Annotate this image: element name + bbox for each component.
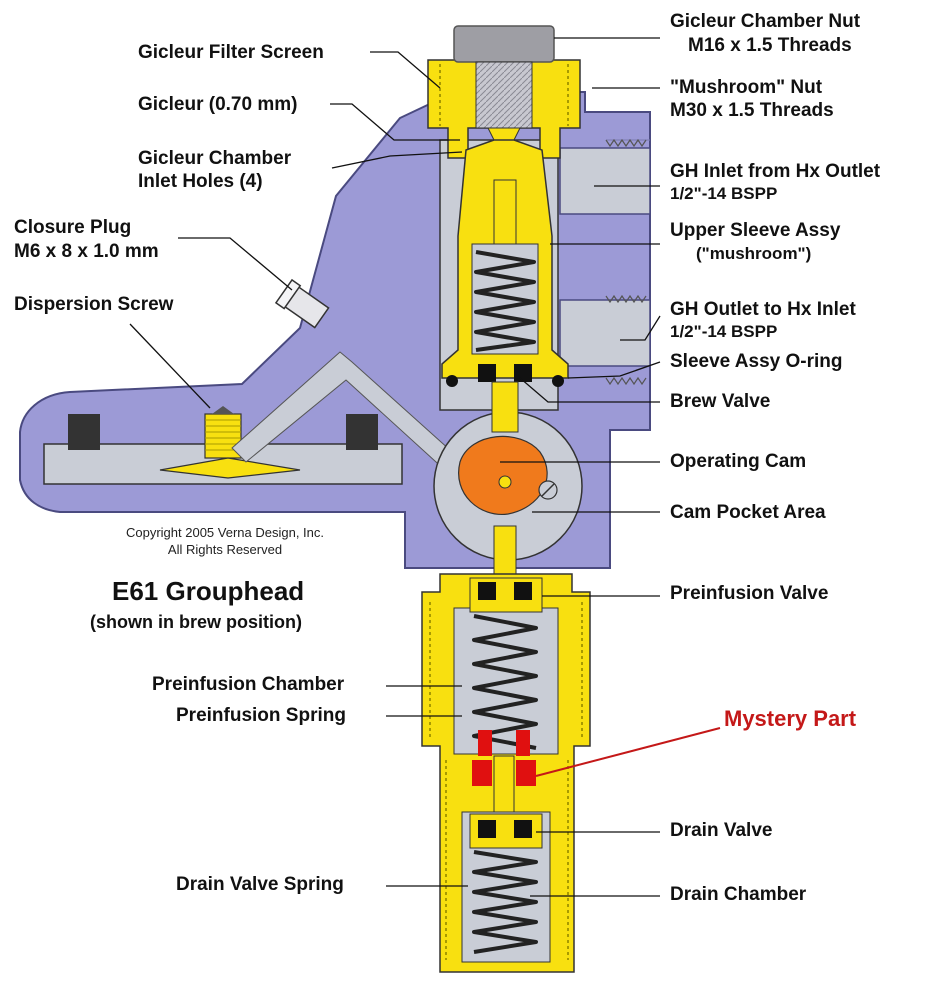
label-drain-valve-spring: Drain Valve Spring [176,874,344,895]
label-inlet-holes-line1: Gicleur Chamber [138,148,292,169]
gh-outlet-port [559,299,651,367]
closure-plug [274,278,330,329]
label-chamber-nut-line2: M16 x 1.5 Threads [688,35,852,56]
mystery-part-upper-left [478,730,492,756]
gicleur [487,127,521,141]
label-upper-sleeve-line2: ("mushroom") [696,244,812,263]
gicleur-filter-screen [475,61,533,129]
preinfusion-spring [472,614,538,750]
sleeve-oring-right [552,375,564,387]
label-chamber-nut-line1: Gicleur Chamber Nut [670,11,861,32]
label-mushroom-nut-line1: "Mushroom" Nut [670,77,823,98]
label-dispersion-screw: Dispersion Screw [14,294,174,315]
copyright-line2: All Rights Reserved [167,542,283,557]
leader-lines [129,37,661,897]
label-cam-pocket: Cam Pocket Area [670,502,826,523]
brew-spring [474,250,536,352]
label-inlet-holes-line2: Inlet Holes (4) [138,171,263,192]
label-drain-valve: Drain Valve [670,820,773,841]
label-gicleur: Gicleur (0.70 mm) [138,94,298,115]
label-operating-cam: Operating Cam [670,451,807,472]
label-gh-outlet-line2: 1/2"-14 BSPP [670,322,778,341]
label-closure-plug-line2: M6 x 8 x 1.0 mm [14,241,159,262]
left-gasket [68,414,100,450]
mystery-part-right [516,760,536,786]
mystery-leader [535,727,721,777]
drain-valve-spring [472,850,538,954]
diagram-title: E61 Grouphead [112,576,305,606]
label-gh-inlet-line1: GH Inlet from Hx Outlet [670,161,881,182]
label-mushroom-nut-line2: M30 x 1.5 Threads [670,100,834,121]
label-brew-valve: Brew Valve [670,391,771,412]
label-preinfusion-chamber: Preinfusion Chamber [152,674,345,695]
right-gasket [346,414,378,450]
label-preinfusion-spring: Preinfusion Spring [176,705,346,726]
label-sleeve-oring: Sleeve Assy O-ring [670,351,843,372]
label-mystery-part: Mystery Part [724,706,857,731]
sleeve-oring-left [446,375,458,387]
label-gh-outlet-line1: GH Outlet to Hx Inlet [670,299,856,320]
label-gicleur-filter-screen: Gicleur Filter Screen [138,42,324,63]
brew-valve-stem [491,381,519,433]
label-upper-sleeve-line1: Upper Sleeve Assy [670,220,841,241]
label-drain-chamber: Drain Chamber [670,884,807,905]
label-preinfusion-valve: Preinfusion Valve [670,583,829,604]
gh-inlet-port [559,147,651,215]
mystery-part-upper-right [516,730,530,756]
gicleur-chamber-nut [453,25,555,63]
diagram-subtitle: (shown in brew position) [90,612,302,632]
copyright-line1: Copyright 2005 Verna Design, Inc. [125,525,324,540]
label-closure-plug-line1: Closure Plug [14,217,132,238]
label-gh-inlet-line2: 1/2"-14 BSPP [670,184,778,203]
mystery-part-left [472,760,492,786]
